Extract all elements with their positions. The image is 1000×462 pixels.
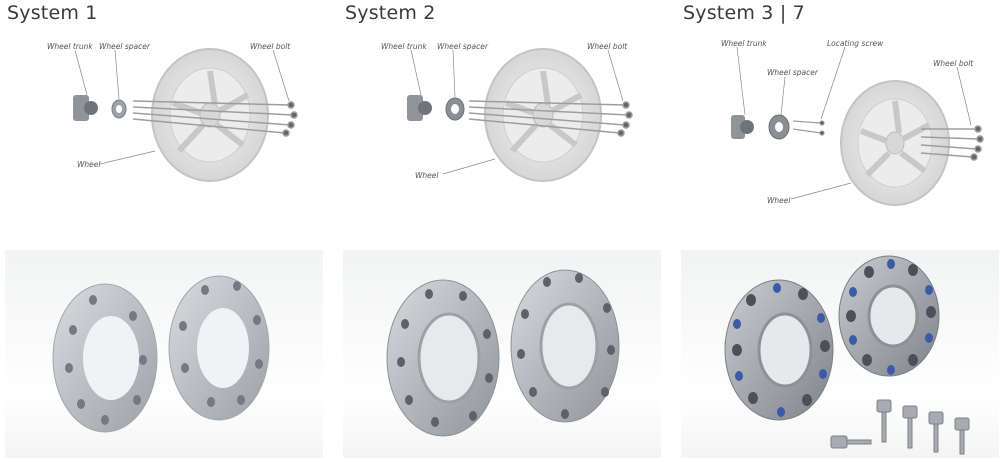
system-3-7-title: System 3 | 7 bbox=[683, 2, 805, 24]
wheel-spacer-graphic bbox=[111, 99, 127, 119]
wheel-bolts-graphic bbox=[920, 125, 984, 161]
wheel-graphic bbox=[840, 80, 950, 206]
locating-screw-label: Locating screw bbox=[827, 39, 884, 48]
wheel-bolt-label: Wheel bolt bbox=[250, 42, 291, 51]
wheel-spacer-label: Wheel spacer bbox=[767, 68, 819, 77]
wheel-trunk-label: Wheel trunk bbox=[381, 42, 427, 51]
system-2-column: System 2 bbox=[343, 0, 661, 462]
wheel-spacer-graphic bbox=[445, 97, 465, 121]
wheel-bolts-graphic bbox=[132, 100, 298, 137]
wheel-graphic bbox=[151, 48, 269, 182]
wheel-spacer-graphic bbox=[768, 114, 790, 140]
spacer-disc-back bbox=[168, 275, 270, 421]
wheel-trunk-graphic bbox=[407, 95, 432, 121]
wheel-graphic bbox=[484, 48, 602, 182]
wheel-trunk-label: Wheel trunk bbox=[721, 39, 767, 48]
system-3-7-diagram: Wheel trunk Wheel spacer Locating screw … bbox=[681, 33, 999, 243]
spacer-disc-back bbox=[510, 269, 620, 423]
system-3-7-column: System 3 | 7 bbox=[681, 0, 999, 462]
system-1-title: System 1 bbox=[7, 2, 98, 24]
wheel-trunk-graphic bbox=[731, 115, 754, 139]
system-2-product-photo bbox=[343, 250, 661, 458]
wheel-bolt-label: Wheel bolt bbox=[933, 59, 974, 68]
wheel-trunk-graphic bbox=[73, 95, 98, 121]
wheel-spacer-label: Wheel spacer bbox=[99, 42, 151, 51]
locating-screws-graphic bbox=[792, 120, 825, 136]
wheel-spacer-label: Wheel spacer bbox=[437, 42, 489, 51]
wheel-bolt-label: Wheel bolt bbox=[587, 42, 628, 51]
wheel-label: Wheel bbox=[77, 160, 101, 169]
system-1-diagram: Wheel trunk Wheel spacer Wheel bolt Whee… bbox=[5, 33, 323, 243]
spacer-disc-front bbox=[724, 279, 834, 421]
spacer-disc-front bbox=[386, 279, 500, 437]
system-3-7-product-photo bbox=[681, 250, 999, 458]
wheel-trunk-label: Wheel trunk bbox=[47, 42, 93, 51]
screws-pile bbox=[830, 399, 970, 455]
wheel-label: Wheel bbox=[767, 196, 791, 205]
spacer-disc-back bbox=[838, 255, 940, 377]
wheel-bolts-graphic bbox=[468, 100, 633, 137]
spacer-disc-front bbox=[52, 283, 158, 433]
wheel-label: Wheel bbox=[415, 171, 439, 180]
system-2-diagram: Wheel trunk Wheel spacer Wheel bolt Whee… bbox=[343, 33, 661, 243]
system-1-column: System 1 bbox=[5, 0, 323, 462]
system-2-title: System 2 bbox=[345, 2, 436, 24]
system-1-product-photo bbox=[5, 250, 323, 458]
